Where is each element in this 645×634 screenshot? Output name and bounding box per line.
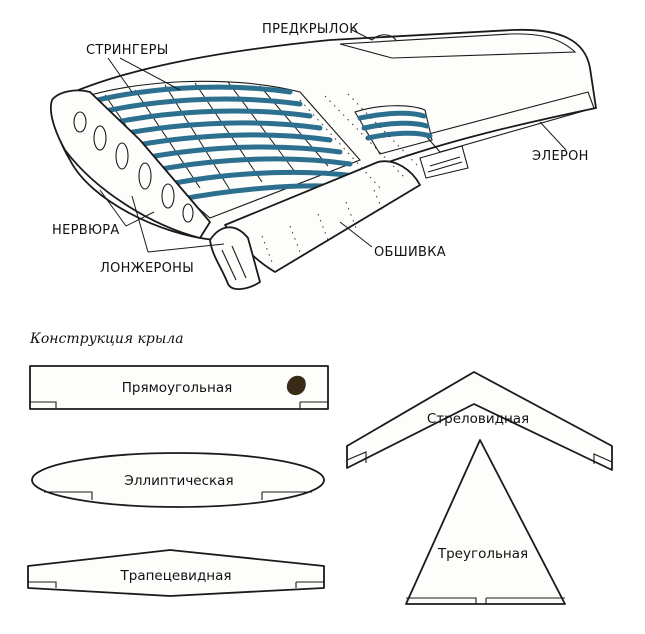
- wing-shape-rectangular: Прямоугольная: [29, 365, 329, 410]
- slat-tip: [371, 34, 397, 41]
- shape-label-rectangular: Прямоугольная: [122, 380, 232, 396]
- label-stringers: СТРИНГЕРЫ: [86, 43, 169, 58]
- label-rib: НЕРВЮРА: [52, 223, 120, 238]
- aileron-hinge-lines: [427, 156, 463, 173]
- aileron-hinge: [419, 145, 469, 179]
- slat-shape: [339, 33, 577, 59]
- label-slat: ПРЕДКРЫЛОК: [262, 22, 359, 37]
- figure-caption: Конструкция крыла: [29, 331, 184, 347]
- root-rib: [50, 89, 211, 239]
- shape-label-triangular: Треугольная: [437, 546, 528, 562]
- ink-blot: [286, 375, 306, 396]
- aileron-shape: [423, 91, 595, 153]
- shape-label-swept: Стреловидная: [427, 411, 529, 427]
- spar-stub: [209, 226, 261, 290]
- label-skin: ОБШИВКА: [374, 245, 446, 260]
- shape-label-elliptical: Эллиптическая: [124, 473, 233, 489]
- wing-structure-illustration: [50, 28, 597, 290]
- shape-label-trapezoidal: Трапецевидная: [120, 568, 232, 584]
- wing-shape-elliptical: Эллиптическая: [31, 452, 325, 508]
- wing-upper-surface: [53, 28, 597, 241]
- label-spars: ЛОНЖЕРОНЫ: [100, 261, 194, 276]
- wing-shape-trapezoidal: Трапецевидная: [27, 549, 325, 597]
- wing-shape-swept: Стреловидная: [346, 371, 613, 471]
- label-aileron: ЭЛЕРОН: [532, 149, 589, 164]
- outboard-bay: [354, 105, 433, 155]
- leader-lines: [99, 29, 567, 253]
- stringer-bay: [73, 80, 361, 219]
- wing-shape-triangular: Треугольная: [405, 439, 566, 605]
